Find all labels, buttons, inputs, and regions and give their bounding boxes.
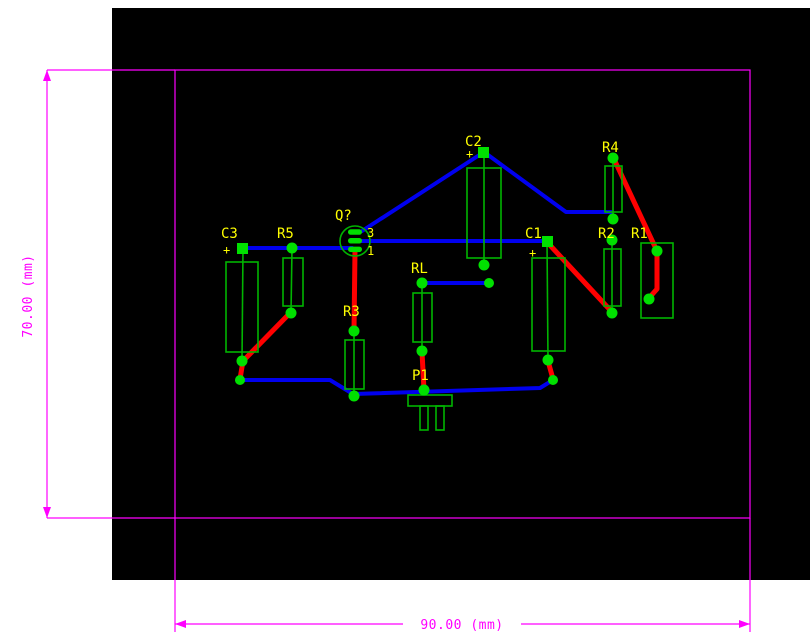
component-c1[interactable]: C1 +: [525, 226, 566, 366]
r2-pad-top: [606, 234, 618, 246]
r5-designator: R5: [277, 226, 294, 242]
arrow-left-icon: [175, 620, 186, 628]
board-outline[interactable]: [174, 69, 751, 519]
component-c2[interactable]: C2 +: [465, 134, 502, 271]
workspace-background: [112, 8, 810, 580]
c1-polarity-mark: +: [529, 246, 536, 260]
q-pad-2: [348, 238, 362, 244]
component-r5[interactable]: R5: [277, 226, 304, 319]
p1-designator: P1: [412, 368, 429, 384]
trace-top-r4-r1[interactable]: [611, 156, 660, 301]
r1-pad-top: [651, 245, 663, 257]
component-rl[interactable]: RL: [411, 261, 433, 357]
c2-designator: C2: [465, 134, 482, 150]
horizontal-dimension-label: 90.00 (mm): [420, 618, 503, 633]
rl-pad-bottom: [416, 345, 428, 357]
traces-top-layer: [237, 156, 660, 393]
p1-pin-right-outline: [435, 405, 445, 431]
c2-pad-negative: [478, 259, 490, 271]
component-r1[interactable]: R1: [631, 226, 674, 319]
r5-lead-line: [290, 247, 293, 314]
q-pad-3: [348, 229, 362, 235]
c2-body-outline: [466, 167, 502, 259]
r2-body-outline: [603, 248, 622, 307]
vias: [235, 278, 558, 385]
component-r3[interactable]: R3: [343, 304, 365, 402]
r4-body-outline: [604, 165, 623, 213]
r4-pad-bottom: [607, 213, 619, 225]
component-c3[interactable]: C3 +: [221, 226, 259, 367]
r3-pad-top: [348, 325, 360, 337]
r5-pad-bottom: [285, 307, 297, 319]
q-pin-number-1: 1: [367, 244, 374, 258]
component-p1[interactable]: P1: [407, 368, 453, 431]
r3-pad-bottom: [348, 390, 360, 402]
arrow-down-icon: [43, 507, 51, 518]
r4-designator: R4: [602, 140, 619, 156]
trace-top-c1-r2[interactable]: [544, 239, 615, 315]
r5-body-outline: [282, 257, 304, 307]
c3-designator: C3: [221, 226, 238, 242]
c1-pad-negative: [542, 354, 554, 366]
dimension-vertical[interactable]: 70.00 (mm): [21, 69, 175, 519]
pad-rl-stub[interactable]: [484, 278, 494, 288]
q-pin-number-3: 3: [367, 226, 374, 240]
p1-body-outline: [407, 394, 453, 407]
c1-lead-line: [546, 240, 549, 361]
trace-bottom-q-c2[interactable]: [360, 150, 486, 233]
c3-pad-negative: [236, 355, 248, 367]
r1-body-outline: [640, 242, 674, 319]
c2-pad-positive: [478, 147, 489, 158]
trace-top-rl-p1[interactable]: [419, 349, 427, 393]
via-c3-ground[interactable]: [235, 375, 245, 385]
component-r2[interactable]: R2: [598, 226, 622, 319]
component-r4[interactable]: R4: [602, 140, 623, 225]
rl-pad-top: [416, 277, 428, 289]
c3-pad-positive: [237, 243, 248, 254]
c3-polarity-mark: +: [223, 243, 230, 257]
p1-pin-left-outline: [419, 405, 429, 431]
q-body-outline: [339, 225, 371, 257]
r1-pad-bottom: [643, 293, 655, 305]
dimension-horizontal[interactable]: 90.00 (mm): [174, 518, 751, 633]
c1-designator: C1: [525, 226, 542, 242]
q-designator: Q?: [335, 208, 352, 224]
arrow-up-icon: [43, 70, 51, 81]
r5-pad-top: [286, 242, 298, 254]
arrow-right-icon: [739, 620, 750, 628]
r3-designator: R3: [343, 304, 360, 320]
rl-designator: RL: [411, 261, 428, 277]
q-pad-1: [348, 246, 362, 253]
r3-body-outline: [344, 339, 365, 390]
r1-designator: R1: [631, 226, 648, 242]
trace-top-q-r3[interactable]: [351, 247, 358, 334]
p1-pad-1: [418, 384, 430, 396]
r2-pad-bottom: [606, 307, 618, 319]
r2-designator: R2: [598, 226, 615, 242]
vertical-dimension-label: 70.00 (mm): [21, 254, 36, 337]
c3-lead-line: [241, 247, 244, 362]
c3-body-outline: [225, 261, 259, 353]
c1-body-outline: [531, 257, 566, 352]
r4-pad-top: [607, 152, 619, 164]
c2-polarity-mark: +: [466, 147, 473, 161]
c1-pad-positive: [542, 236, 553, 247]
rl-body-outline: [412, 292, 433, 343]
via-c1-ground[interactable]: [548, 375, 558, 385]
component-q[interactable]: Q? 3 1: [335, 208, 374, 258]
